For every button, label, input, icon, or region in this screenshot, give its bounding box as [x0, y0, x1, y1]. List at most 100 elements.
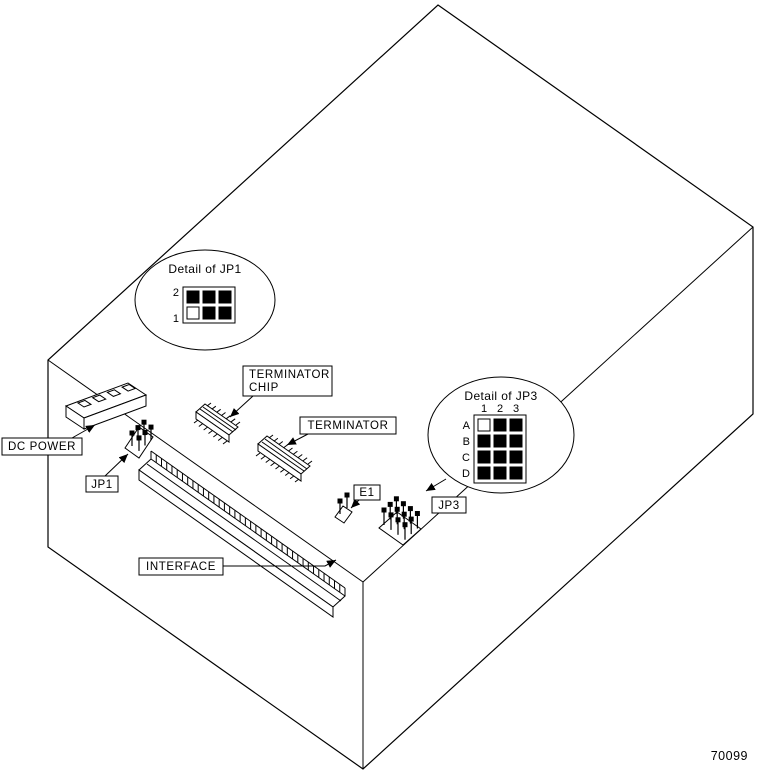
- detail-jp1: Detail of JP1 2 1: [134, 249, 276, 351]
- chip-leg: [217, 437, 223, 441]
- interface-connector: [138, 450, 346, 618]
- chip-leg: [270, 462, 275, 467]
- terminator-chip-label-line1: TERMINATOR: [249, 369, 330, 381]
- chip-leg: [213, 433, 218, 438]
- detail-jp3-col2-label: 2: [497, 403, 503, 415]
- header-pin-head: [135, 425, 141, 431]
- e1-label: E1: [359, 487, 374, 499]
- terminator-component: [255, 434, 313, 483]
- chip-leg: [208, 430, 213, 434]
- jumper-cell-open: [477, 418, 491, 432]
- detail-jp3-col1-label: 1: [481, 403, 487, 415]
- chip-leg: [221, 412, 226, 416]
- chip-leg: [216, 408, 221, 413]
- jumper-cell-closed: [202, 290, 216, 304]
- chip-leg: [289, 475, 295, 480]
- jumper-cell-closed: [202, 306, 216, 320]
- power-pin-hole: [76, 399, 93, 408]
- power-pin-hole: [91, 394, 107, 403]
- chip-leg: [283, 444, 288, 449]
- header-pin-head: [401, 511, 407, 517]
- chip-leg: [222, 440, 228, 445]
- terminator-label: TERMINATOR: [308, 420, 389, 432]
- chip-leg: [193, 419, 199, 424]
- detail-jp3-jumper-cells: [477, 418, 523, 480]
- interface-slot-line: [146, 463, 342, 602]
- interface-label: INTERFACE: [146, 561, 216, 573]
- dc-power-front-right: [83, 394, 147, 430]
- figure-number: 70099: [711, 749, 748, 763]
- power-pin-hole: [106, 389, 122, 397]
- dc-power-label-box: [1, 437, 83, 456]
- terminator-legs: [255, 434, 313, 483]
- detail-jp3-rowA-label: A: [463, 420, 471, 432]
- header-pin-head: [337, 498, 343, 504]
- header-pin-head: [136, 435, 142, 441]
- jumper-cell-open: [186, 306, 200, 320]
- chip-leg: [235, 421, 241, 426]
- header-pin-head: [395, 517, 401, 523]
- chip-leg: [275, 465, 280, 470]
- header-pin-head: [129, 430, 135, 436]
- device-enclosure: [47, 4, 754, 770]
- terminator-label-box: [299, 416, 397, 435]
- detail-jp3-rowD-label: D: [462, 468, 470, 480]
- jp1-leader: [104, 453, 129, 477]
- detail-jp3-title: Detail of JP3: [464, 389, 537, 403]
- jp3-jumper-block: [378, 496, 422, 546]
- terminator-detail-line: [264, 438, 308, 470]
- jumper-cell-closed: [493, 466, 507, 480]
- callouts: DC POWER JP1 INTERFACE TERMINATOR CHIP T…: [1, 365, 467, 576]
- jumper-cell-closed: [218, 290, 232, 304]
- terminator-chip-side: [195, 411, 230, 443]
- chip-leg: [230, 418, 236, 423]
- jp1-label: JP1: [91, 479, 113, 491]
- dc-power-leader: [71, 424, 96, 439]
- jumper-cell-closed: [477, 450, 491, 464]
- interface-body-front: [138, 469, 334, 618]
- chip-leg: [278, 441, 284, 445]
- jp1-pins: [129, 419, 154, 451]
- header-pin-head: [141, 419, 147, 425]
- header-pin-head: [388, 512, 394, 518]
- detail-jp1-pin1-label: 1: [173, 313, 179, 325]
- jumper-cell-closed: [477, 434, 491, 448]
- jp1-label-box: [85, 475, 119, 493]
- detail-jp1-jumper-cells: [186, 290, 232, 320]
- jp3-pins: [381, 496, 420, 540]
- terminator-chip-component: [193, 402, 241, 445]
- header-pin-head: [402, 522, 408, 528]
- header-pin-head: [344, 492, 350, 498]
- chip-leg: [226, 415, 231, 420]
- terminator-chip-detail-line: [202, 406, 237, 431]
- detail-jp3-rowC-label: C: [462, 452, 470, 464]
- jumper-cell-closed: [477, 466, 491, 480]
- chip-leg: [203, 426, 208, 431]
- chip-leg: [255, 452, 261, 457]
- header-pin-head: [142, 430, 148, 435]
- e1-pins: [337, 492, 350, 514]
- jumper-cell-closed: [493, 434, 507, 448]
- terminator-chip-detail-line: [199, 408, 234, 433]
- detail-jp1-pin2-label: 2: [173, 287, 179, 299]
- terminator-leader: [286, 433, 309, 446]
- chip-leg: [302, 457, 308, 462]
- chip-leg: [260, 455, 266, 460]
- terminator-chip-legs: [193, 402, 241, 445]
- header-pin-head: [387, 501, 393, 507]
- dc-power-label: DC POWER: [8, 441, 76, 453]
- chip-leg: [280, 468, 285, 473]
- enclosure-outline: [47, 4, 754, 770]
- jumper-cell-closed: [218, 306, 232, 320]
- chip-leg: [198, 423, 204, 427]
- chip-leg: [206, 402, 212, 407]
- jumper-cell-closed: [509, 434, 523, 448]
- chip-leg: [288, 447, 293, 452]
- power-pin-hole: [121, 383, 137, 392]
- jumper-cell-closed: [493, 450, 507, 464]
- jp1-jumper-block: [124, 419, 154, 459]
- detail-jp3-col3-label: 3: [513, 403, 519, 415]
- interface-label-box: [138, 557, 224, 576]
- dc-power-connector: [64, 382, 148, 430]
